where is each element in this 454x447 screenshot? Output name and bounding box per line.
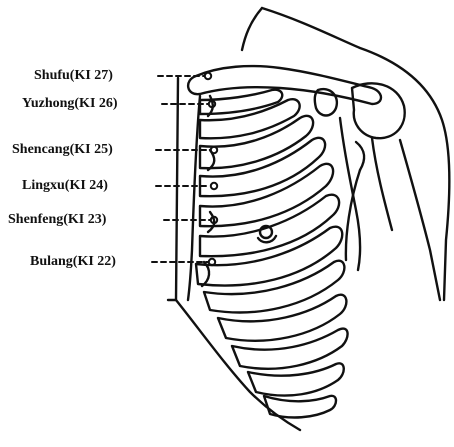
neck-line	[242, 8, 262, 50]
label-shencang: Shencang(KI 25)	[12, 142, 113, 158]
chest-front-border	[168, 78, 178, 300]
sternum-border	[188, 96, 200, 300]
point-shufu-marker	[205, 73, 211, 79]
point-bulang-marker	[209, 259, 215, 265]
label-lingxu: Lingxu(KI 24)	[22, 178, 108, 194]
rib-12	[264, 396, 336, 418]
scapula-edge	[340, 118, 360, 270]
label-bulang: Bulang(KI 22)	[30, 254, 116, 270]
label-shenfeng: Shenfeng(KI 23)	[8, 212, 106, 228]
arm-inner-contour	[400, 140, 440, 300]
label-yuzhong: Yuzhong(KI 26)	[22, 96, 118, 112]
rib-3	[200, 116, 313, 168]
rib-9	[218, 295, 346, 341]
point-shencang-marker	[211, 147, 217, 153]
label-shufu: Shufu(KI 27)	[34, 68, 113, 84]
rib-10	[232, 329, 348, 369]
humerus-shaft	[372, 138, 392, 230]
point-lingxu-marker	[211, 183, 217, 189]
